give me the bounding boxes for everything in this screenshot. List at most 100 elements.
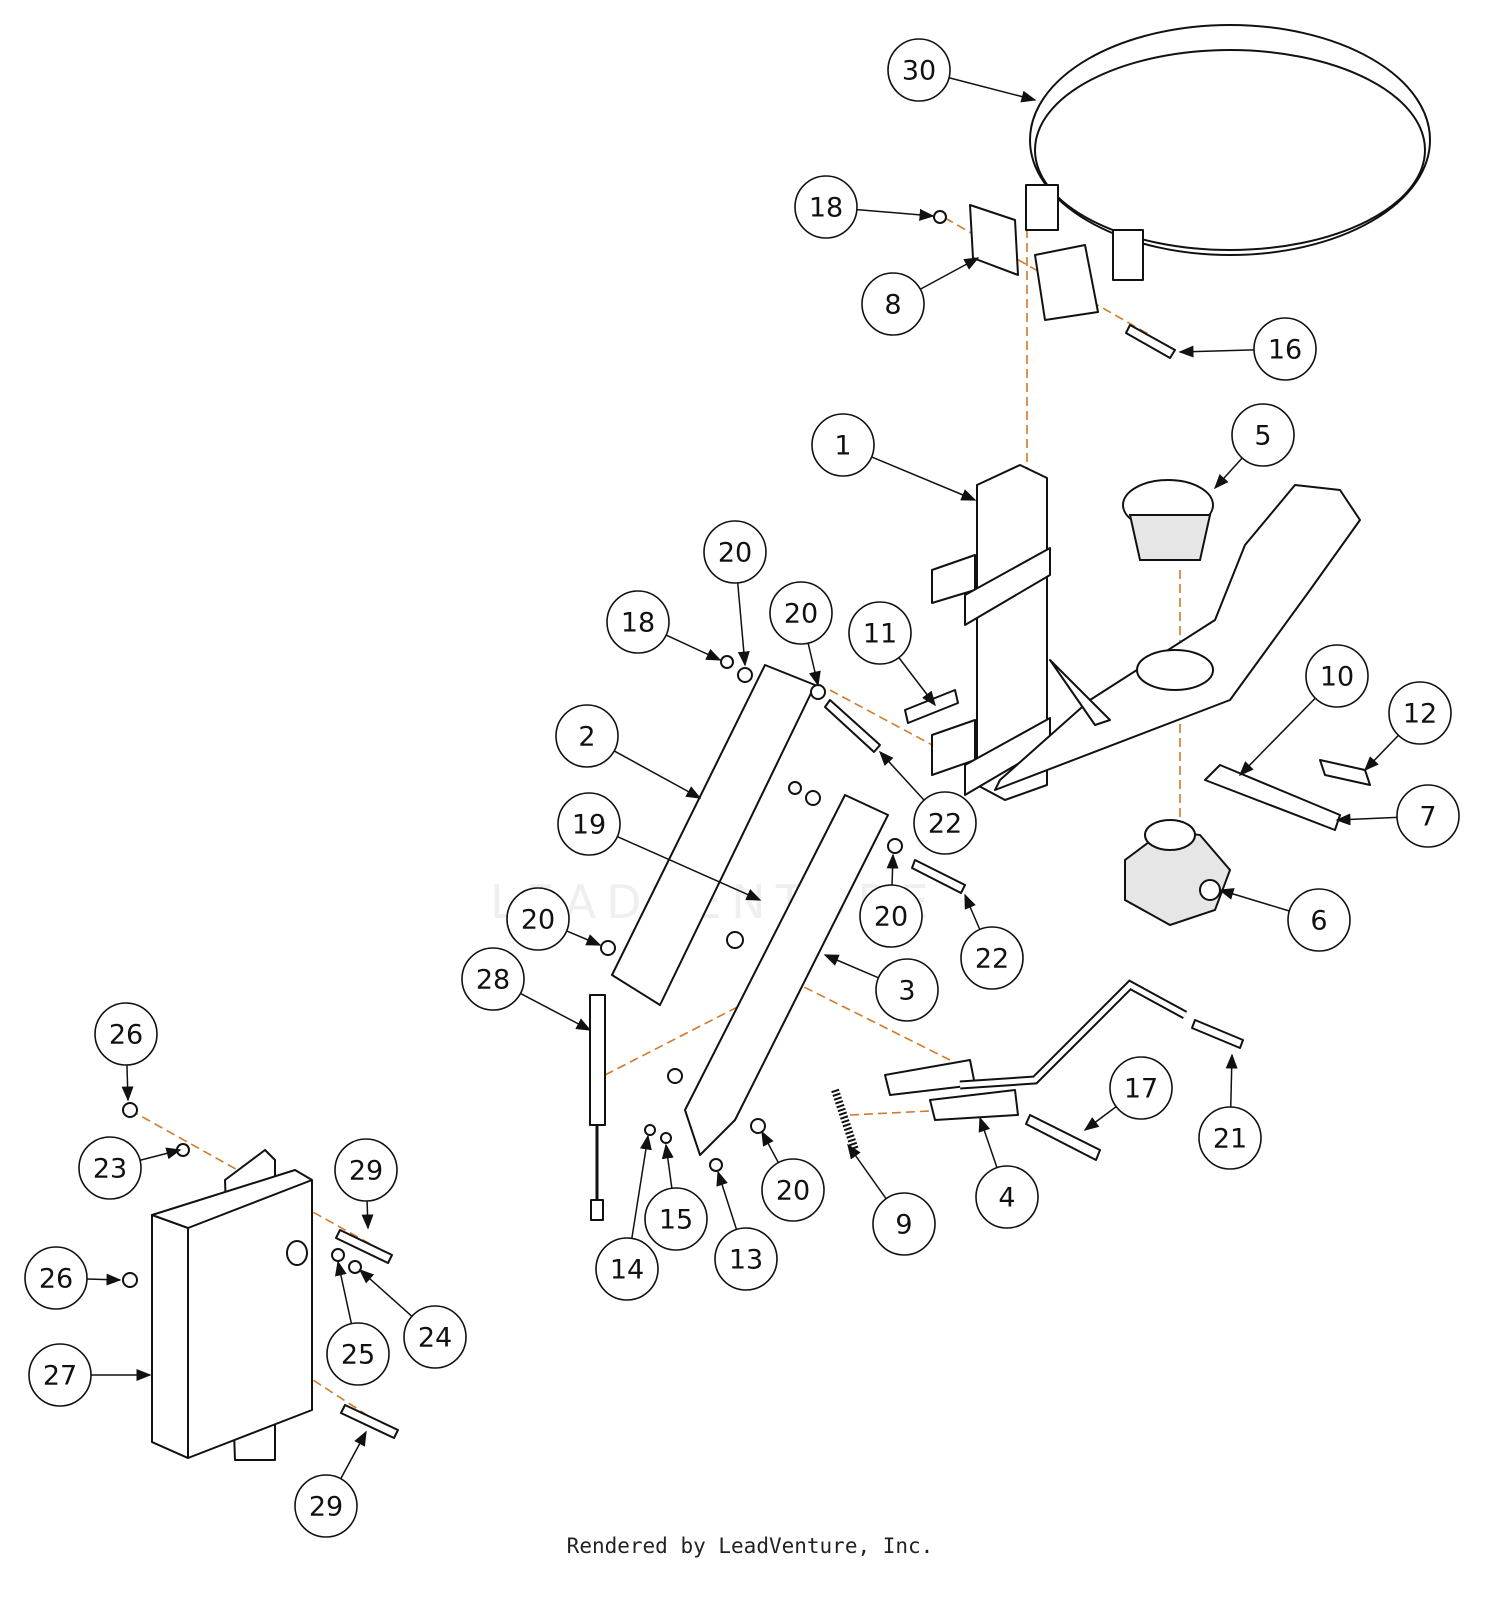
leader-line-1 [871, 456, 977, 501]
callout-13[interactable]: 13 [714, 1227, 778, 1291]
callout-27[interactable]: 27 [28, 1343, 92, 1407]
leader-line-17 [1083, 1105, 1117, 1131]
callout-bubble [848, 601, 912, 665]
callout-number: 10 [1320, 662, 1354, 693]
callout-20[interactable]: 20 [761, 1158, 825, 1222]
callout-bubble [24, 1246, 88, 1310]
callout-22[interactable]: 22 [913, 791, 977, 855]
callout-23[interactable]: 23 [78, 1136, 142, 1200]
callout-bubble [875, 958, 939, 1022]
callout-8[interactable]: 8 [861, 272, 925, 336]
callout-number: 20 [521, 905, 555, 936]
callout-19[interactable]: 19 [557, 792, 621, 856]
part-6-valve [1124, 819, 1232, 927]
callout-bubble [606, 590, 670, 654]
leader-line-8 [919, 257, 980, 290]
callout-bubble [294, 1474, 358, 1538]
callout-29[interactable]: 29 [294, 1474, 358, 1538]
part-4-linkage [884, 1059, 1019, 1121]
callout-number: 20 [874, 902, 908, 933]
callout-5[interactable]: 5 [1231, 403, 1295, 467]
leader-line-16 [1178, 345, 1255, 358]
part-21-grip [1191, 1019, 1244, 1049]
callout-number: 3 [898, 976, 915, 1007]
leader-line-2 [613, 750, 702, 799]
callout-bubble [859, 884, 923, 948]
part-29-bolt [335, 1229, 393, 1264]
callout-number: 23 [93, 1154, 127, 1185]
callout-20[interactable]: 20 [506, 887, 570, 951]
leader-line-12 [1363, 734, 1400, 772]
callout-bubble [1231, 403, 1295, 467]
callout-10[interactable]: 10 [1305, 644, 1369, 708]
callout-bubble [334, 1138, 398, 1202]
leader-line-7 [1335, 813, 1398, 826]
callout-12[interactable]: 12 [1388, 681, 1452, 745]
leader-line-5 [1213, 457, 1243, 490]
callout-bubble [887, 38, 951, 102]
callout-11[interactable]: 11 [848, 601, 912, 665]
leader-line-19 [617, 835, 762, 901]
callout-18[interactable]: 18 [606, 590, 670, 654]
callout-4[interactable]: 4 [975, 1165, 1039, 1229]
callout-bubble [769, 581, 833, 645]
callout-18[interactable]: 18 [794, 175, 858, 239]
leader-line-20 [736, 582, 750, 667]
callout-1[interactable]: 1 [811, 413, 875, 477]
callout-3[interactable]: 3 [875, 958, 939, 1022]
callout-number: 26 [39, 1264, 73, 1295]
callout-bubble [703, 520, 767, 584]
callout-bubble [761, 1158, 825, 1222]
callout-bubble [1305, 644, 1369, 708]
leader-line-4 [978, 1116, 998, 1168]
callout-30[interactable]: 30 [887, 38, 951, 102]
callout-29[interactable]: 29 [334, 1138, 398, 1202]
callout-24[interactable]: 24 [403, 1305, 467, 1369]
callout-9[interactable]: 9 [872, 1192, 936, 1256]
callout-26[interactable]: 26 [24, 1246, 88, 1310]
leader-line-3 [823, 954, 879, 979]
part-22-bolt [824, 699, 881, 753]
part-27-bracket [151, 1149, 313, 1461]
callout-number: 6 [1310, 906, 1327, 937]
callout-6[interactable]: 6 [1287, 888, 1351, 952]
part-30-band [1025, 24, 1431, 281]
callout-16[interactable]: 16 [1253, 317, 1317, 381]
callout-7[interactable]: 7 [1396, 784, 1460, 848]
callout-22[interactable]: 22 [960, 926, 1024, 990]
callout-number: 9 [895, 1210, 912, 1241]
leader-line-22 [964, 893, 981, 930]
callout-bubble [1388, 681, 1452, 745]
callout-14[interactable]: 14 [595, 1237, 659, 1301]
callout-number: 12 [1403, 699, 1437, 730]
callout-number: 4 [998, 1183, 1015, 1214]
callout-number: 29 [309, 1492, 343, 1523]
callout-bubble [78, 1136, 142, 1200]
leader-line-20 [566, 930, 602, 946]
part-11-label [904, 689, 959, 724]
callout-28[interactable]: 28 [461, 947, 525, 1011]
part-29-bolt [340, 1404, 399, 1439]
callout-number: 20 [776, 1176, 810, 1207]
callout-number: 30 [902, 56, 936, 87]
callout-bubble [555, 704, 619, 768]
callout-number: 24 [418, 1323, 452, 1354]
leader-line-30 [948, 77, 1037, 103]
callout-2[interactable]: 2 [555, 704, 619, 768]
callout-17[interactable]: 17 [1109, 1056, 1173, 1120]
callout-25[interactable]: 25 [326, 1322, 390, 1386]
leader-line-23 [139, 1147, 182, 1162]
callout-number: 11 [863, 619, 897, 650]
callout-number: 27 [43, 1361, 77, 1392]
callout-20[interactable]: 20 [859, 884, 923, 948]
callout-number: 2 [578, 722, 595, 753]
callout-15[interactable]: 15 [644, 1187, 708, 1251]
callout-20[interactable]: 20 [703, 520, 767, 584]
callout-number: 5 [1254, 421, 1271, 452]
callout-26[interactable]: 26 [94, 1002, 158, 1066]
footer-credit: Rendered by LeadVenture, Inc. [566, 1534, 934, 1558]
callout-20[interactable]: 20 [769, 581, 833, 645]
callout-21[interactable]: 21 [1198, 1106, 1262, 1170]
leader-line-20 [886, 853, 899, 886]
